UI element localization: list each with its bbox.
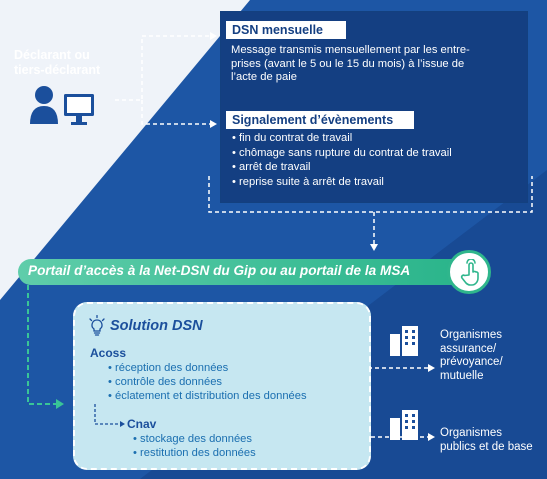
acoss-item: contrôle des données <box>108 375 307 389</box>
cnav-item: stockage des données <box>133 432 256 446</box>
dsn-desc-line2: prises (avant le 5 ou le 15 du mois) à l… <box>231 57 465 70</box>
actor-label-line2: tiers-déclarant <box>14 63 101 77</box>
actor-label-line1: Déclarant ou <box>14 48 90 62</box>
cnav-list: stockage des données restitution des don… <box>133 432 256 460</box>
hand-touch-icon <box>460 259 479 286</box>
acoss-list: réception des données contrôle des donné… <box>108 361 307 403</box>
org-assurance-line2: assurance/ <box>440 342 497 355</box>
org-publics-label: Organismes publics et de base <box>440 427 533 454</box>
dsn-mensuelle-desc: Message transmis mensuellement par les e… <box>231 44 521 85</box>
buildings-icon <box>390 410 418 440</box>
org-assurance-label: Organismes assurance/ prévoyance/ mutuel… <box>440 329 503 383</box>
cnav-item: restitution des données <box>133 446 256 460</box>
org-publics-line1: Organismes <box>440 427 502 439</box>
portal-touch-button[interactable] <box>447 250 491 294</box>
buildings-icon <box>390 326 418 356</box>
org-assurance-line1: Organismes <box>440 329 502 341</box>
cnav-label: Cnav <box>127 417 157 431</box>
dsn-mensuelle-title: DSN mensuelle <box>226 21 346 39</box>
signalement-item: reprise suite à arrêt de travail <box>232 175 452 190</box>
user-computer-icon <box>30 86 94 125</box>
signalement-list: fin du contrat de travail chômage sans r… <box>232 131 452 189</box>
signalement-item: chômage sans rupture du contrat de trava… <box>232 146 452 161</box>
org-publics-line2: publics et de base <box>440 440 533 453</box>
lightbulb-icon <box>89 315 105 336</box>
dsn-desc-line1: Message transmis mensuellement par les e… <box>231 44 470 56</box>
acoss-item: réception des données <box>108 361 307 375</box>
portal-bar[interactable] <box>18 259 488 285</box>
signalement-item: fin du contrat de travail <box>232 131 452 146</box>
solution-title: Solution DSN <box>110 318 203 334</box>
acoss-item: éclatement et distribution des données <box>108 389 307 403</box>
org-assurance-line3: prévoyance/ <box>440 356 503 368</box>
cnav-connector <box>94 404 125 427</box>
actor-label: Déclarant ou tiers-déclarant <box>14 48 134 78</box>
signalement-item: arrêt de travail <box>232 160 452 175</box>
signalement-title: Signalement d’évènements <box>226 111 414 129</box>
acoss-label: Acoss <box>90 346 127 360</box>
portal-label: Portail d’accès à la Net-DSN du Gip ou a… <box>28 263 411 278</box>
dsn-desc-line3: l’acte de paie <box>231 71 297 83</box>
org-assurance-line4: mutuelle <box>440 369 484 382</box>
